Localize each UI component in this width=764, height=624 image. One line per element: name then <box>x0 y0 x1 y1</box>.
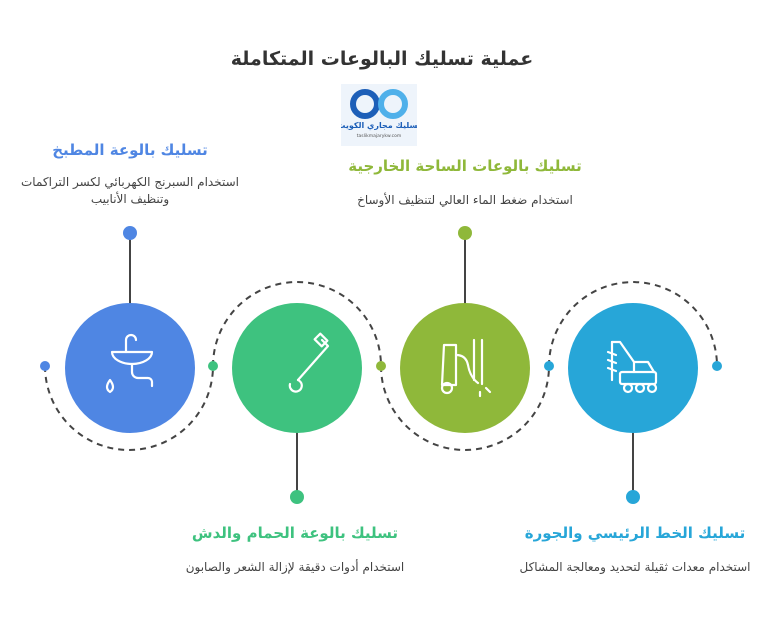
step-4-heading: تسليك الخط الرئيسي والجورة <box>524 524 746 542</box>
step-3-heading: تسليك بالوعات الساحة الخارجية <box>348 157 582 175</box>
logo-infinity-icon: تسليك مجاري الكويت taslikmajarykw.com <box>337 89 421 139</box>
step-circle-3 <box>400 303 530 433</box>
dot <box>712 361 722 371</box>
dot <box>458 226 472 240</box>
step-2-heading: تسليك بالوعة الحمام والدش <box>191 524 399 542</box>
logo-text: تسليك مجاري الكويت <box>341 121 417 130</box>
connector-arc-4 <box>548 281 718 367</box>
pressure-washer-icon <box>440 338 492 398</box>
step-4-description: استخدام معدات ثقيلة لتحديد ومعالجة المشا… <box>519 560 751 574</box>
connector-arc-1 <box>44 365 214 451</box>
logo: تسليك مجاري الكويت taslikmajarykw.com <box>337 84 421 146</box>
dot <box>40 361 50 371</box>
drain-snake-icon <box>288 332 330 393</box>
step-circle-1 <box>65 303 195 433</box>
page-title: عملية تسليك البالوعات المتكاملة <box>230 48 534 70</box>
sink-icon <box>105 333 154 394</box>
connector-arc-3 <box>380 365 550 451</box>
dot <box>544 361 554 371</box>
step-1-description: استخدام السبرنج الكهربائي لكسر التراكمات… <box>21 175 239 206</box>
dot <box>208 361 218 371</box>
connector-arc-2 <box>212 281 382 367</box>
dot <box>123 226 137 240</box>
step-circle-2 <box>232 303 362 433</box>
step-1-heading: تسليك بالوعة المطبخ <box>52 141 208 159</box>
excavator-drill-icon <box>606 340 658 394</box>
dot <box>290 490 304 504</box>
step-3-description: استخدام ضغط الماء العالي لتنظيف الأوساخ <box>357 193 573 207</box>
dot <box>626 490 640 504</box>
logo-url: taslikmajarykw.com <box>357 133 402 139</box>
dot <box>376 361 386 371</box>
step-2-description: استخدام أدوات دقيقة لإزالة الشعر والصابو… <box>185 560 405 574</box>
